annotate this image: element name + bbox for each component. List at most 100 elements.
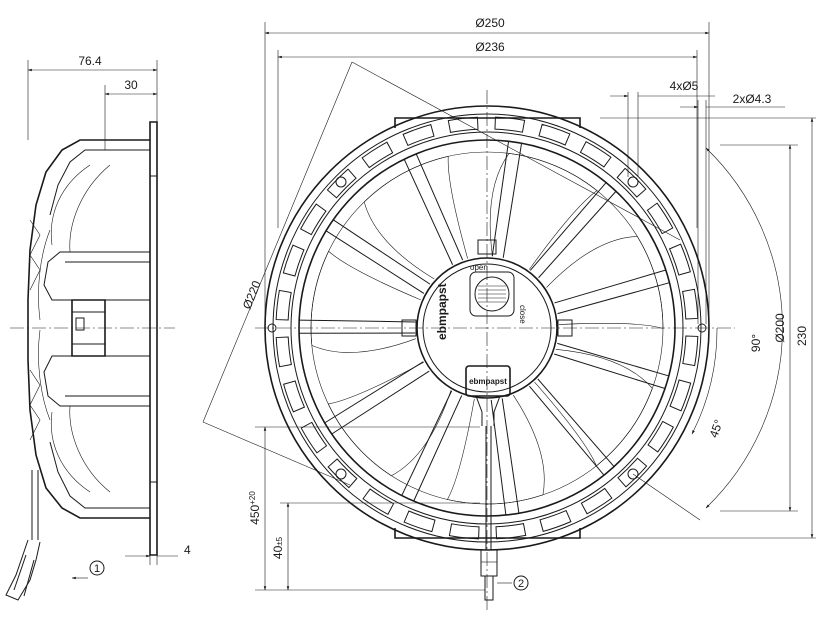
frame-slot bbox=[495, 523, 527, 540]
frame-top-tab bbox=[394, 117, 581, 128]
dim-holes-small: 2xØ4.3 bbox=[733, 92, 772, 106]
side-cable-wires bbox=[13, 554, 35, 597]
dim-220-leader-bottom bbox=[202, 421, 351, 486]
frame-slot bbox=[275, 289, 292, 321]
front-cable bbox=[485, 426, 492, 550]
frame-slot bbox=[300, 203, 327, 236]
frame-slots bbox=[275, 116, 699, 540]
callout-2-circle bbox=[513, 575, 529, 591]
frame-slot bbox=[617, 457, 648, 488]
frame-slot bbox=[362, 488, 395, 515]
frame-slot bbox=[580, 487, 613, 515]
angle-45-arc bbox=[691, 327, 718, 435]
motor-hub-inner bbox=[422, 263, 552, 393]
side-rib-bottom bbox=[49, 441, 150, 509]
frame-slot bbox=[579, 141, 612, 168]
fan-blades bbox=[310, 153, 664, 505]
mounting-hole bbox=[627, 176, 639, 188]
front-cable-plug-tip bbox=[484, 575, 494, 601]
dim-holes-large: 4xØ5 bbox=[670, 79, 699, 93]
frame-slot bbox=[282, 244, 305, 277]
fan-blade bbox=[310, 250, 421, 353]
front-cable-plug bbox=[480, 549, 498, 577]
angle-45-label: 45° bbox=[707, 418, 726, 440]
mounting-hole-small bbox=[267, 323, 277, 333]
frame-slot bbox=[669, 379, 692, 412]
frame-slot bbox=[327, 458, 358, 489]
frame-slot bbox=[647, 420, 674, 453]
side-flange bbox=[149, 121, 158, 556]
frame-strut bbox=[553, 342, 669, 390]
fan-blade bbox=[327, 362, 452, 477]
angle-90-arc bbox=[705, 147, 783, 509]
side-housing bbox=[27, 139, 150, 519]
side-strut-lower bbox=[43, 355, 150, 407]
mounting-holes bbox=[267, 176, 707, 480]
frame-slot bbox=[494, 116, 526, 133]
angle-45-leader bbox=[632, 473, 701, 521]
front-view: open close ebmpapst ebmpapst 2 Ø250 Ø236… bbox=[202, 16, 816, 610]
frame-slot bbox=[616, 167, 647, 198]
frame-strut bbox=[490, 398, 520, 516]
side-motor-hub bbox=[71, 299, 106, 357]
side-cable-connector bbox=[5, 539, 41, 601]
hub-brand-logo: ebmpapst bbox=[435, 283, 449, 340]
dim-cable-length: 450+20 bbox=[248, 491, 262, 525]
hub-top-tab bbox=[477, 239, 497, 255]
dim-inner-dia: Ø236 bbox=[475, 40, 505, 54]
mounting-hole bbox=[627, 468, 639, 480]
frame-slot bbox=[361, 141, 394, 169]
frame-slot bbox=[283, 380, 306, 413]
frame-slot bbox=[403, 510, 436, 533]
fan-blade bbox=[446, 394, 545, 505]
frame-strut bbox=[554, 269, 670, 315]
side-strut-lines bbox=[65, 261, 150, 397]
frame-slot bbox=[668, 243, 691, 276]
hub-rotor-lines bbox=[478, 285, 506, 303]
frame-strut bbox=[299, 319, 416, 334]
frame-ring-2 bbox=[272, 113, 702, 543]
hub-rotor-disc bbox=[474, 276, 510, 312]
side-hub-connector bbox=[75, 317, 85, 331]
frame-strut bbox=[324, 361, 430, 435]
mounting-hole bbox=[335, 176, 347, 188]
callout-1-circle bbox=[89, 560, 105, 576]
frame-slot bbox=[646, 202, 674, 235]
frame-bottom-tab bbox=[394, 528, 581, 539]
side-strut-upper bbox=[43, 251, 150, 301]
fan-blade bbox=[546, 236, 664, 329]
frame-strut bbox=[403, 153, 464, 265]
side-rib-top bbox=[49, 149, 150, 216]
frame-strut bbox=[529, 378, 615, 476]
dim-side-depth: 76.4 bbox=[78, 54, 102, 68]
side-hub-lines bbox=[72, 311, 105, 345]
frame-slot bbox=[275, 336, 292, 368]
fan-blade bbox=[363, 155, 468, 280]
frame-strut bbox=[529, 182, 617, 279]
side-blade-wave-bottom bbox=[29, 369, 41, 441]
side-blade-mid bbox=[38, 229, 51, 421]
angle-90-label: 90° bbox=[749, 334, 763, 352]
fan-blade bbox=[534, 348, 653, 467]
dim-side-inner: 30 bbox=[124, 78, 138, 92]
dim-220-leader bbox=[351, 61, 681, 241]
dim-circle-dia: Ø220 bbox=[240, 278, 264, 311]
hub-left-tab bbox=[401, 319, 417, 337]
frame-slot bbox=[539, 509, 572, 532]
dim-outer-dia: Ø250 bbox=[475, 16, 505, 30]
frame-strut bbox=[491, 141, 523, 258]
side-cable bbox=[31, 470, 39, 540]
frame-slot bbox=[447, 116, 479, 133]
dim-total-height: 230 bbox=[795, 326, 809, 346]
hub-rotor-window bbox=[469, 271, 515, 317]
frame-inner-ring bbox=[298, 139, 676, 517]
callout-1-label: 1 bbox=[94, 563, 100, 575]
fan-blade bbox=[489, 153, 598, 270]
frame-slot bbox=[402, 124, 435, 147]
connector-box bbox=[465, 365, 511, 397]
hub-right-tab bbox=[557, 319, 573, 337]
frame-slot bbox=[682, 335, 699, 367]
connector-brand: ebmpapst bbox=[469, 377, 507, 386]
side-view: 76.4 30 4 1 bbox=[5, 54, 191, 601]
